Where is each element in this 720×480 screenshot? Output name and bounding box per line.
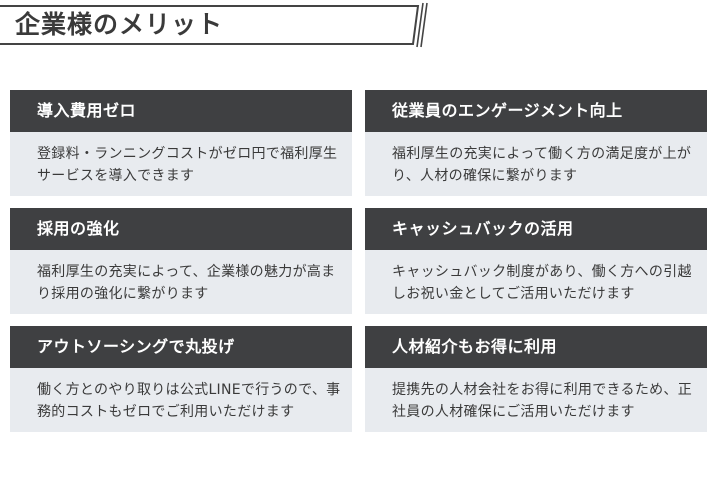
card-description-line: り採用の強化に繋がります (37, 286, 209, 302)
merit-card-zero-cost: 導入費用ゼロ 登録料・ランニングコストがゼロ円で福利厚生 サービスを導入できます (10, 90, 352, 196)
merit-card-cashback: キャッシュバックの活用 キャッシュバック制度があり、働く方への引越 しお祝い金と… (365, 208, 707, 314)
card-title: アウトソーシングで丸投げ (10, 326, 352, 368)
title-frame-decoration (0, 2, 428, 48)
merit-card-engagement: 従業員のエンゲージメント向上 福利厚生の充実によって働く方の満足度が上が り、人… (365, 90, 707, 196)
card-description-line: 福利厚生の充実によって、企業様の魅力が高ま (37, 264, 336, 280)
merit-card-recruiting: 採用の強化 福利厚生の充実によって、企業様の魅力が高ま り採用の強化に繋がります (10, 208, 352, 314)
card-description-line: 提携先の人材会社をお得に利用できるため、正 (392, 382, 693, 398)
card-description-line: 登録料・ランニングコストがゼロ円で福利厚生 (37, 146, 338, 162)
card-description-line: キャッシュバック制度があり、働く方への引越 (392, 264, 692, 280)
card-description-line: 社員の人材確保にご活用いただけます (392, 404, 635, 420)
card-description: 提携先の人材会社をお得に利用できるため、正 社員の人材確保にご活用いただけます (365, 368, 707, 432)
card-title: 従業員のエンゲージメント向上 (365, 90, 707, 132)
card-description-line: 福利厚生の充実によって働く方の満足度が上が (392, 146, 692, 162)
card-description: 働く方とのやり取りは公式LINEで行うので、事 務的コストもゼロでご利用いただけ… (10, 368, 352, 432)
card-title: 導入費用ゼロ (10, 90, 352, 132)
card-title: キャッシュバックの活用 (365, 208, 707, 250)
card-title: 人材紹介もお得に利用 (365, 326, 707, 368)
card-description: 福利厚生の充実によって、企業様の魅力が高ま り採用の強化に繋がります (10, 250, 352, 314)
card-description-line: サービスを導入できます (37, 168, 195, 184)
card-description: キャッシュバック制度があり、働く方への引越 しお祝い金としてご活用いただけます (365, 250, 707, 314)
section-title-bar: 企業様のメリット (0, 0, 440, 50)
card-title: 採用の強化 (10, 208, 352, 250)
card-description: 登録料・ランニングコストがゼロ円で福利厚生 サービスを導入できます (10, 132, 352, 196)
card-description-line: り、人材の確保に繋がります (392, 168, 578, 184)
card-description: 福利厚生の充実によって働く方の満足度が上が り、人材の確保に繋がります (365, 132, 707, 196)
card-description-line: 務的コストもゼロでご利用いただけます (37, 404, 295, 420)
merit-card-staffing: 人材紹介もお得に利用 提携先の人材会社をお得に利用できるため、正 社員の人材確保… (365, 326, 707, 432)
card-description-line: しお祝い金としてご活用いただけます (392, 286, 635, 302)
merit-card-outsourcing: アウトソーシングで丸投げ 働く方とのやり取りは公式LINEで行うので、事 務的コ… (10, 326, 352, 432)
card-description-line: 働く方とのやり取りは公式LINEで行うので、事 (37, 382, 341, 398)
page-title: 企業様のメリット (15, 10, 224, 39)
